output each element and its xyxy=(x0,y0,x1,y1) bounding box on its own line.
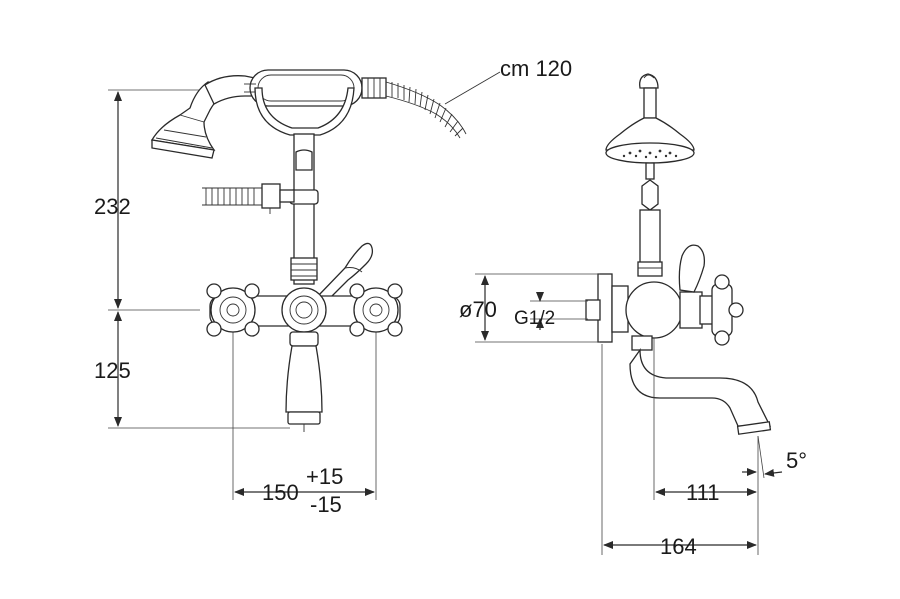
dim-164-label: 164 xyxy=(660,534,697,559)
thread-label: G1/2 xyxy=(514,308,555,329)
right-cross-handle xyxy=(349,283,403,337)
angle-arrow-right xyxy=(764,468,783,477)
spout-front xyxy=(285,331,323,432)
angle-label: 5° xyxy=(786,448,807,473)
column xyxy=(289,133,319,285)
angle-line xyxy=(757,435,765,479)
hand-shower-head xyxy=(150,81,232,159)
side-shower-head xyxy=(605,73,695,180)
side-view xyxy=(475,73,783,555)
dim-232-label: 232 xyxy=(94,194,131,219)
left-cross-handle xyxy=(206,283,260,337)
cradle-ring xyxy=(254,87,355,136)
front-view xyxy=(108,69,501,500)
side-column xyxy=(637,179,663,277)
hose-connector xyxy=(202,183,295,214)
dim-111-label: 111 xyxy=(686,480,719,505)
diverter-lever xyxy=(317,242,374,303)
hose-length-label: cm 120 xyxy=(500,56,572,81)
diameter-label: ø70 xyxy=(459,297,497,322)
tolerance-plus-label: +15 xyxy=(306,464,343,489)
tolerance-minus-label: -15 xyxy=(310,492,342,517)
shower-hose xyxy=(385,81,467,139)
hand-shower-handle xyxy=(204,69,387,107)
dim-150-label: 150 xyxy=(262,480,299,505)
side-lever xyxy=(678,244,706,293)
inlet-nipple xyxy=(585,299,601,321)
hose-leader-line xyxy=(444,71,501,105)
dim-125-label: 125 xyxy=(94,358,131,383)
side-cross-handle xyxy=(711,274,744,346)
mixer-body xyxy=(209,287,401,333)
side-spout xyxy=(629,335,772,435)
